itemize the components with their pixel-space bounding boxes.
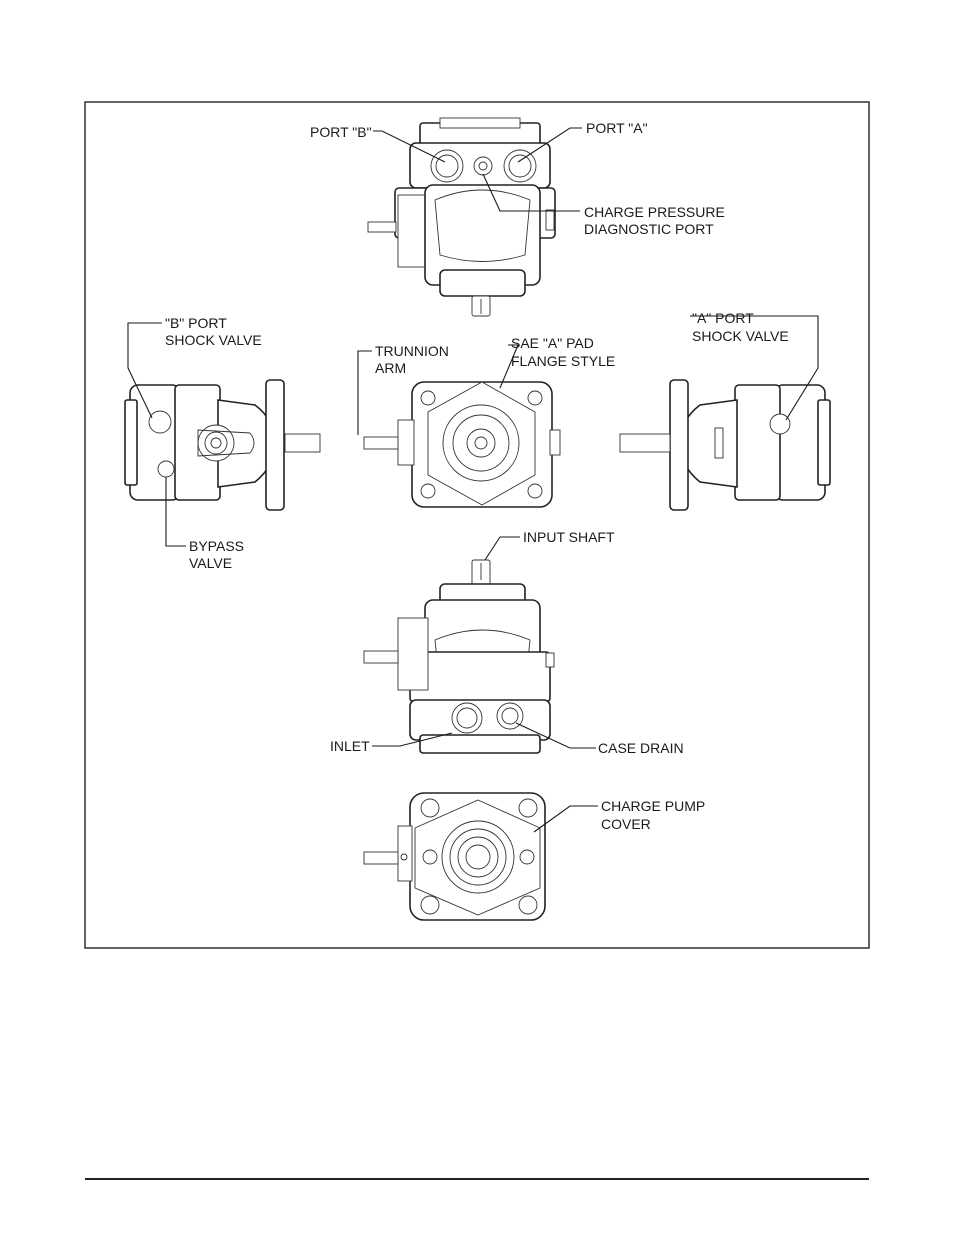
- label-a-shock-2: SHOCK VALVE: [692, 328, 789, 344]
- label-bypass-2: VALVE: [189, 555, 232, 571]
- label-b-shock-2: SHOCK VALVE: [165, 332, 262, 348]
- label-b-shock-1: "B" PORT: [165, 315, 227, 331]
- label-case-drain: CASE DRAIN: [598, 740, 684, 756]
- label-inlet: INLET: [330, 738, 370, 754]
- label-bypass-1: BYPASS: [189, 538, 244, 554]
- left-side-view: [125, 380, 320, 510]
- leader-input-shaft: [485, 537, 520, 560]
- top-view: [368, 118, 555, 316]
- rear-view: [364, 793, 545, 920]
- label-charge-pump-2: COVER: [601, 816, 651, 832]
- label-port-a: PORT "A": [586, 120, 648, 136]
- label-charge-pump-1: CHARGE PUMP: [601, 798, 705, 814]
- leader-trunnion: [358, 351, 372, 435]
- label-input-shaft: INPUT SHAFT: [523, 529, 615, 545]
- bottom-view: [364, 560, 554, 753]
- front-view: [364, 382, 560, 507]
- label-charge-pressure-2: DIAGNOSTIC PORT: [584, 221, 714, 237]
- label-port-b: PORT "B": [310, 124, 372, 140]
- label-sae-2: FLANGE STYLE: [511, 353, 615, 369]
- label-charge-pressure-1: CHARGE PRESSURE: [584, 204, 725, 220]
- label-trunnion-1: TRUNNION: [375, 343, 449, 359]
- label-sae-1: SAE "A" PAD: [511, 335, 594, 351]
- label-trunnion-2: ARM: [375, 360, 406, 376]
- label-a-shock-1: "A" PORT: [692, 310, 754, 326]
